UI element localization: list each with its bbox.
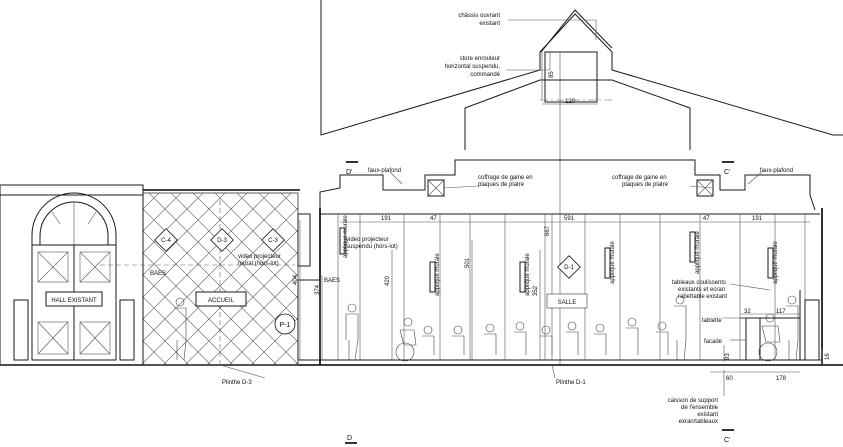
caisson-label-3: existant xyxy=(697,412,718,418)
tablette-label: tablette xyxy=(702,318,722,324)
dim-117: 117 xyxy=(776,309,786,315)
room-accueil-label: ACCUEIL xyxy=(208,298,235,304)
dim-667: 667 xyxy=(545,225,551,236)
room-salle-label: SALLE xyxy=(558,300,577,306)
false-ceiling xyxy=(319,159,820,215)
dim-352: 352 xyxy=(533,285,539,296)
dim-85: 85 xyxy=(549,71,555,78)
wall-lights xyxy=(339,227,774,293)
tag-c3-label: C-3 xyxy=(268,238,278,244)
applique-label-4: applique murale xyxy=(610,241,616,284)
video-right-label-1: video projecteur xyxy=(346,237,389,243)
dim-404: 404 xyxy=(293,274,299,285)
room-hall-label: HALL EXISTANT xyxy=(51,298,97,304)
people-silhouettes xyxy=(174,295,799,362)
tableaux-label-3: rabettable existant xyxy=(678,294,727,300)
video-left-label-2: mural (hors-lot) xyxy=(238,261,279,267)
caisson-label-1: caisson de support xyxy=(668,398,719,404)
video-right-label-2: suspendu (hors-lot) xyxy=(346,244,398,250)
store-label-1: store enrouleur xyxy=(460,56,500,62)
coffrage-left-label-2: plaques de platre xyxy=(478,182,525,188)
dim-93: 93 xyxy=(725,353,731,360)
facade-label: facade xyxy=(704,339,723,345)
applique-label-1: applique murale xyxy=(343,215,349,258)
store-label-3: commandé xyxy=(470,72,500,78)
dim-47-right: 47 xyxy=(703,216,710,222)
baes-right-label: BAES xyxy=(324,278,340,284)
faux-plafond-left-label: faux-plafond xyxy=(368,168,401,174)
dim-120: 120 xyxy=(565,99,576,105)
applique-label-3: applique murale xyxy=(525,253,531,296)
dim-16: 16 xyxy=(825,353,831,360)
chassis-label-1: châssis ouvrant xyxy=(458,13,500,19)
section-markers xyxy=(345,161,734,444)
applique-label-2: applique murale xyxy=(435,253,441,296)
store-label-2: horizontal suspendu, xyxy=(445,64,501,70)
tag-d1: D-1 xyxy=(557,255,581,279)
tag-d1-label: D-1 xyxy=(564,265,574,271)
leader-lines xyxy=(219,19,771,396)
dim-178: 178 xyxy=(776,376,787,382)
section-d-bottom: D xyxy=(347,435,352,442)
tag-d3: D-3 xyxy=(210,228,234,252)
video-left-label-1: video projecteur xyxy=(238,254,281,260)
tag-p1: P-1 xyxy=(274,313,296,335)
tableaux-label-2: existants et ecran xyxy=(678,287,725,293)
applique-label-6: applique murale xyxy=(773,241,779,284)
section-d-prime-top: D' xyxy=(346,169,352,176)
applique-label-5: applique murale xyxy=(695,231,701,274)
dim-591: 591 xyxy=(564,216,575,222)
baes-left-label: BAES xyxy=(150,271,166,277)
existing-roof xyxy=(320,0,843,365)
dim-501: 501 xyxy=(465,257,471,268)
tag-c4-label: C-4 xyxy=(161,238,171,244)
tableaux-label-1: tableaux coulissents xyxy=(672,280,726,286)
caisson-label-4: exran/tableaux xyxy=(679,419,718,425)
tag-d3-label: D-3 xyxy=(217,238,227,244)
dim-60: 60 xyxy=(726,376,733,382)
dim-191-right: 191 xyxy=(752,216,763,222)
dim-191-left: 191 xyxy=(381,216,392,222)
section-c-prime-top: C' xyxy=(724,169,730,176)
tag-p1-label: P-1 xyxy=(280,322,291,329)
tag-c4: C-4 xyxy=(154,228,178,252)
coffrage-left-label-1: coffrage de gaine en xyxy=(478,175,533,181)
dim-47-left: 47 xyxy=(430,216,437,222)
accueil-wall xyxy=(100,189,321,366)
faux-plafond-right-label: faux-plafond xyxy=(760,168,793,174)
dim-32: 32 xyxy=(744,309,751,315)
coffrage-right-label-2: plaques de platre xyxy=(622,182,669,188)
dim-420: 420 xyxy=(385,275,391,286)
wall-panel-lines xyxy=(359,214,776,360)
hall-arched-door xyxy=(0,184,144,366)
plinthe-d1-label: Plinthe D-1 xyxy=(556,380,586,386)
chassis-label-2: existant xyxy=(479,21,500,27)
coffrage-right-label-1: coffrage de gaine en xyxy=(612,175,667,181)
section-c-prime-bottom: C' xyxy=(724,437,730,444)
screen-furniture xyxy=(740,290,820,361)
dim-374: 374 xyxy=(315,284,321,295)
caisson-label-2: de l'ensemble xyxy=(681,405,718,411)
tag-c3: C-3 xyxy=(261,228,285,252)
dimension-lines xyxy=(299,52,823,373)
plinthe-d3-label: Plinthe D-3 xyxy=(222,380,252,386)
